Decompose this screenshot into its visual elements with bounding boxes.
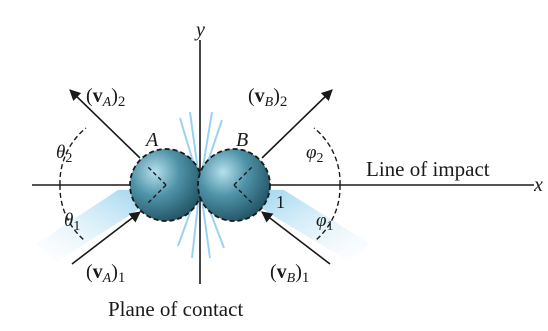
va2-label: (vA)2	[86, 85, 125, 110]
phi1-label: φ1	[316, 210, 334, 234]
theta2-label: θ2	[56, 142, 72, 166]
plane-of-contact-caption: Plane of contact	[108, 297, 243, 321]
body-b-label: B	[236, 129, 248, 151]
sphere-a	[129, 148, 203, 222]
x-axis-label: x	[533, 174, 543, 196]
theta2-arc	[59, 127, 87, 186]
va2-arrow	[69, 89, 141, 159]
theta1-label: θ1	[64, 210, 80, 234]
contact-marker-label: 1	[276, 192, 285, 212]
va1-label: (vA)1	[86, 261, 125, 286]
vb1-label: (vB)1	[270, 261, 309, 286]
phi2-label: φ2	[306, 142, 324, 166]
phi2-arc	[313, 127, 341, 186]
body-a-label: A	[144, 129, 159, 151]
sphere-b	[197, 148, 271, 222]
line-of-impact-caption: Line of impact	[366, 157, 490, 181]
vb2-label: (vB)2	[248, 85, 287, 110]
phi1-arc	[315, 184, 341, 241]
y-axis-label: y	[194, 19, 205, 41]
theta1-arc	[59, 184, 85, 241]
vb1-arrow	[261, 211, 331, 265]
va1-arrow	[71, 211, 141, 265]
vb2-arrow	[261, 89, 333, 159]
